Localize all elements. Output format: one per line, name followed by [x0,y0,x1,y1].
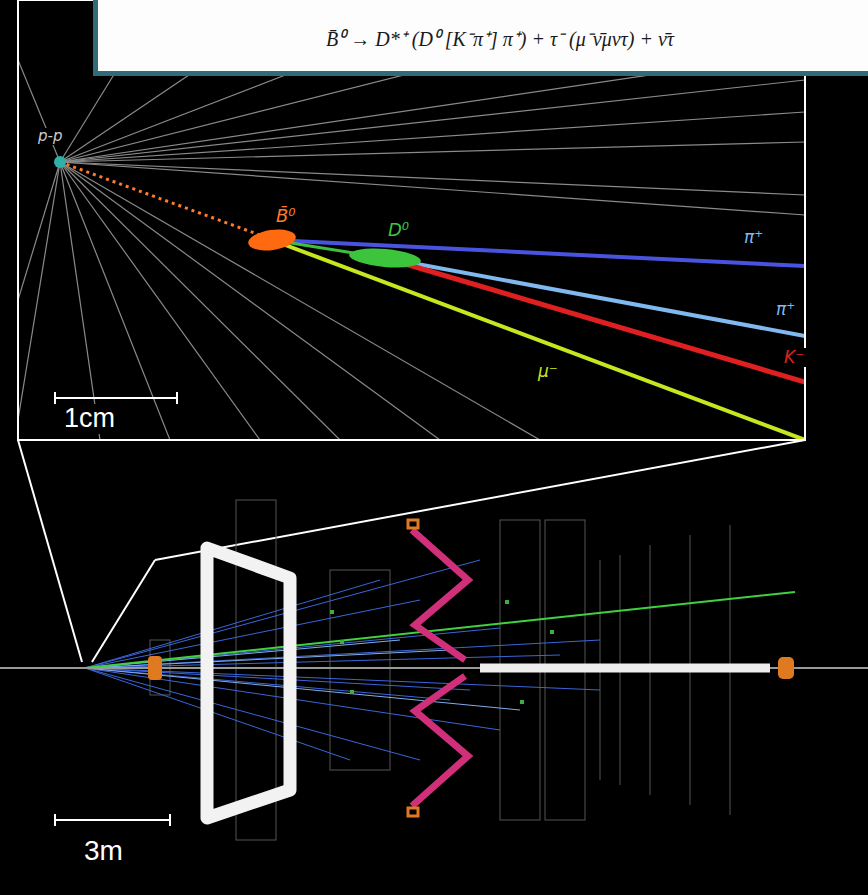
beam-pipe [480,664,770,673]
b-vertex [247,227,297,253]
zoom-lines [18,440,805,662]
vertex-label: p-p [36,128,64,145]
magnet [207,548,290,818]
particle-label: B̄⁰ [274,206,298,226]
scale-label: 3m [82,836,125,867]
d-vertex [348,246,421,270]
particle-label: K⁻ [782,348,806,367]
decay-tracks [272,240,805,440]
particle-label: π⁺ [774,300,797,319]
beam-axis [0,667,868,669]
velo-marker [148,656,162,680]
end-marker [778,657,794,679]
particle-label: D⁰ [386,220,411,240]
scale-label: 1cm [62,404,117,434]
pp-vertex [54,156,66,168]
decay-formula: B̄⁰ → D*⁺ (D⁰ [K⁻π⁺] π⁺) + τ⁻ (μ⁻ν̄μντ) … [326,25,674,52]
endcaps [408,520,418,816]
particle-label: μ⁻ [536,362,560,381]
rich-detector [412,530,468,806]
particle-label: π⁺ [742,228,765,247]
b-flight [60,162,268,238]
scale-bar [55,392,177,404]
scale-bar [55,814,170,826]
